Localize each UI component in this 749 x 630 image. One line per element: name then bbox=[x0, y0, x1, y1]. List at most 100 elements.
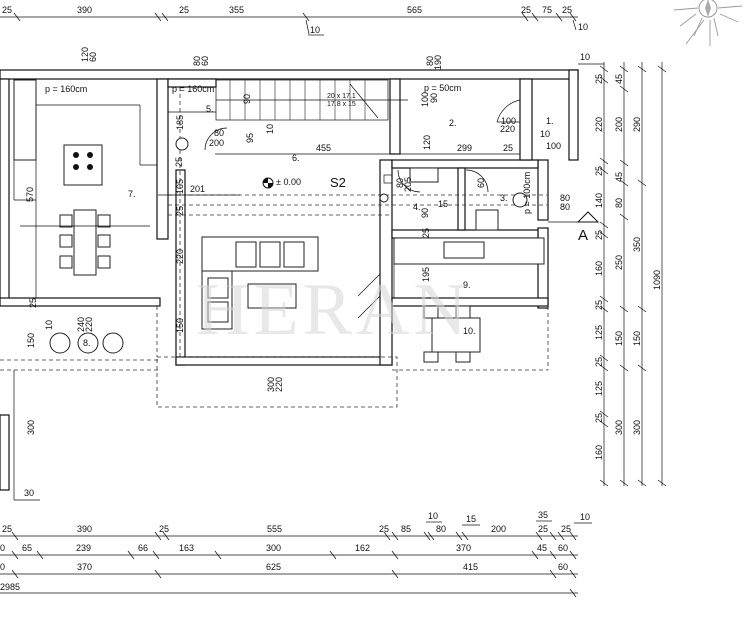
column-marker-1 bbox=[383, 174, 393, 184]
section-arrow-icon bbox=[548, 211, 600, 223]
label-100-a: 100 bbox=[420, 92, 430, 107]
label-90: 90 bbox=[242, 94, 252, 104]
dim-right-inner-9: 125 bbox=[594, 325, 604, 340]
dim-bottom1-1: 25 bbox=[2, 524, 12, 534]
label-200: 200 bbox=[209, 138, 224, 148]
dim-right-inner-1: 10 bbox=[580, 52, 590, 62]
label-10-c: 10 bbox=[44, 320, 54, 330]
label-80-a: 80 bbox=[192, 56, 202, 66]
label-30: 30 bbox=[24, 488, 34, 498]
dim-bottom2-4: 66 bbox=[138, 543, 148, 553]
dim-right-outer-2: 350 bbox=[632, 237, 642, 252]
dim-top-4: 355 bbox=[229, 5, 244, 15]
kitchen-counter bbox=[13, 79, 37, 161]
label-220: 220 bbox=[500, 124, 515, 134]
dim-right-mid-5: 250 bbox=[614, 255, 624, 270]
label-80-r1: 80 bbox=[560, 193, 570, 203]
dim-bottom3-1: 0 bbox=[0, 562, 5, 572]
label-25-b: 25 bbox=[174, 157, 184, 167]
terrace-chairs bbox=[49, 332, 124, 354]
room-7: 7. bbox=[128, 189, 136, 199]
label-25-c: 25 bbox=[175, 206, 185, 216]
dim-right-inner-8: 25 bbox=[594, 300, 604, 310]
label-300: 300 bbox=[26, 420, 36, 435]
label-205: 205 bbox=[403, 177, 413, 192]
dining-set-right bbox=[423, 305, 481, 363]
label-p-50: p = 50cm bbox=[424, 83, 461, 93]
label-stair-tread: 17.8 x 15 bbox=[327, 101, 356, 108]
dim-bottom2-7: 162 bbox=[355, 543, 370, 553]
label-60-a: 60 bbox=[88, 52, 98, 62]
label-p-100: p = 100cm bbox=[522, 172, 532, 214]
dim-right-inner-4: 25 bbox=[594, 166, 604, 176]
label-stair-steps: 20 x 17.1 bbox=[327, 93, 356, 100]
room-2: 2. bbox=[449, 118, 457, 128]
dim-top-9: 10 bbox=[578, 22, 588, 32]
dim-right-inner-2: 25 bbox=[594, 74, 604, 84]
label-80-c: 80 bbox=[214, 128, 224, 138]
label-25-a: 25 bbox=[503, 143, 513, 153]
dim-bottom1-14: 10 bbox=[580, 512, 590, 522]
right-dimension-chains: 10 25 220 25 140 25 160 25 125 25 125 25… bbox=[578, 52, 667, 487]
dim-top-2: 390 bbox=[77, 5, 92, 15]
kitchen-counter-right bbox=[357, 237, 545, 319]
label-190: 190 bbox=[433, 55, 443, 70]
label-195: 195 bbox=[421, 267, 431, 282]
dim-bottom1-4: 555 bbox=[267, 524, 282, 534]
label-p-160-mid: p = 160cm bbox=[172, 84, 214, 94]
dim-right-inner-10: 25 bbox=[594, 357, 604, 367]
room-8: 8. bbox=[83, 338, 91, 348]
dim-bottom1-13: 25 bbox=[561, 524, 571, 534]
label-455: 455 bbox=[316, 143, 331, 153]
dim-bottom2-9: 45 bbox=[537, 543, 547, 553]
dim-bottom1-5: 25 bbox=[379, 524, 389, 534]
label-570: 570 bbox=[25, 187, 35, 202]
label-220-c: 220 bbox=[84, 317, 94, 332]
dashed-lines bbox=[0, 87, 549, 408]
dim-bottom1-6: 85 bbox=[401, 524, 411, 534]
label-60-210: 60 bbox=[476, 178, 486, 188]
dim-right-outer-1: 290 bbox=[632, 117, 642, 132]
section-mark: A bbox=[578, 227, 588, 244]
watermark: HERAN bbox=[196, 269, 471, 351]
dim-right-mid-4: 80 bbox=[614, 198, 624, 208]
exterior-walls bbox=[0, 69, 579, 491]
label-90-b: 90 bbox=[429, 93, 439, 103]
bottom-dimension-chains: 25 390 25 555 25 85 10 80 15 200 35 25 2… bbox=[0, 510, 592, 598]
door-swings bbox=[204, 99, 521, 193]
compass-rose-icon bbox=[673, 0, 743, 46]
dim-bottom2-6: 300 bbox=[266, 543, 281, 553]
label-p-160-left: p = 160cm bbox=[45, 84, 87, 94]
label-150-b: 150 bbox=[26, 333, 36, 348]
dim-bottom4-total: 2985 bbox=[0, 582, 20, 592]
label-80-205: 80 bbox=[395, 178, 405, 188]
dim-right-mid-6: 150 bbox=[614, 331, 624, 346]
label-120-a: 120 bbox=[80, 47, 90, 62]
dim-right-mid-3: 45 bbox=[614, 172, 624, 182]
dim-top-8: 25 bbox=[562, 5, 572, 15]
dim-bottom2-2: 65 bbox=[22, 543, 32, 553]
dim-right-mid-7: 300 bbox=[614, 420, 624, 435]
interior-labels: p = 160cm p = 160cm p = 50cm p = 100cm 1… bbox=[13, 47, 588, 501]
bathroom-fixtures bbox=[175, 137, 528, 231]
dim-right-inner-6: 25 bbox=[594, 230, 604, 240]
label-300-b: 300 bbox=[266, 377, 276, 392]
dim-right-mid-2: 200 bbox=[614, 117, 624, 132]
dim-top-6: 25 bbox=[521, 5, 531, 15]
dim-bottom3-4: 415 bbox=[463, 562, 478, 572]
dim-right-inner-7: 160 bbox=[594, 261, 604, 276]
room-6: 6. bbox=[292, 153, 300, 163]
dining-table bbox=[20, 209, 150, 276]
room-10: 10. bbox=[463, 326, 476, 336]
dim-top-5: 565 bbox=[407, 5, 422, 15]
room-numbers: 1. 2. 3. 4. 5. 6. 7. 8. 9. 10. bbox=[83, 104, 554, 348]
dim-bottom1-12: 25 bbox=[538, 524, 548, 534]
dim-bottom2-10: 60 bbox=[558, 543, 568, 553]
staircase bbox=[168, 79, 408, 121]
label-10-a: 10 bbox=[265, 124, 275, 134]
dim-right-inner-5: 140 bbox=[594, 193, 604, 208]
label-150: 150 bbox=[175, 318, 185, 333]
dim-bottom1-7: 10 bbox=[428, 511, 438, 521]
dim-bottom1-10: 200 bbox=[491, 524, 506, 534]
